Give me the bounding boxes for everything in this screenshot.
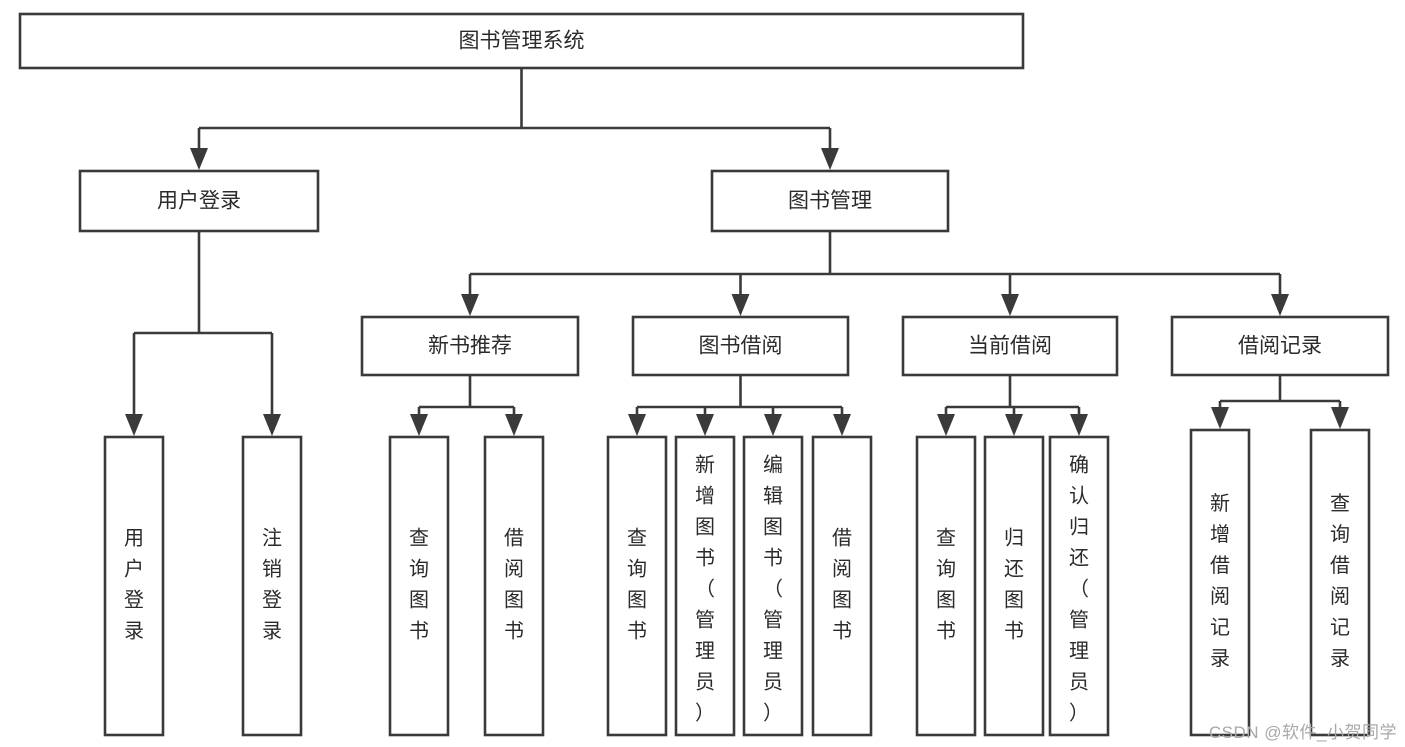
node-l1_0[interactable]: 用户登录 xyxy=(78,169,320,233)
connector-group-root-to-level1 xyxy=(190,68,839,170)
node-box-leaf_cur_2[interactable] xyxy=(1048,435,1110,737)
node-label-root: 图书管理系统 xyxy=(459,30,585,53)
connector-group-borrow-record-to-leaves xyxy=(1211,375,1349,429)
node-label-leaf_login_1: 注销登录 xyxy=(262,527,282,643)
node-box-leaf_new_0[interactable] xyxy=(388,435,450,737)
node-label-leaf_rec_0: 新增借阅记录 xyxy=(1210,492,1230,670)
node-leaf_new_0[interactable]: 查询图书 xyxy=(388,435,450,737)
node-l1_1[interactable]: 图书管理 xyxy=(710,169,950,233)
node-box-leaf_cur_0[interactable] xyxy=(915,435,977,737)
arrow-head-leaf_login_1 xyxy=(263,414,281,436)
node-label-l2_0: 新书推荐 xyxy=(428,335,512,358)
node-box-leaf_borrow_2[interactable] xyxy=(742,435,804,737)
arrow-head-l2_0 xyxy=(461,294,479,316)
node-box-l1_0[interactable] xyxy=(78,169,320,233)
node-leaf_cur_2[interactable]: 确认归还（管理员） xyxy=(1048,435,1110,737)
arrow-head-leaf_cur_0 xyxy=(937,414,955,436)
node-label-l1_0: 用户登录 xyxy=(157,190,241,213)
node-label-leaf_cur_0: 查询图书 xyxy=(936,527,956,643)
node-box-leaf_borrow_3[interactable] xyxy=(811,435,873,737)
connectors-layer xyxy=(125,68,1349,436)
connector-group-book-mgmt-to-level2 xyxy=(461,231,1289,316)
connector-group-new-book-to-leaves xyxy=(410,375,523,436)
node-root[interactable]: 图书管理系统 xyxy=(18,12,1025,70)
node-label-leaf_new_1: 借阅图书 xyxy=(504,527,524,643)
node-leaf_borrow_2[interactable]: 编辑图书（管理员） xyxy=(742,435,804,737)
node-leaf_rec_0[interactable]: 新增借阅记录 xyxy=(1189,428,1251,737)
node-label-l2_1: 图书借阅 xyxy=(699,335,783,358)
node-leaf_cur_0[interactable]: 查询图书 xyxy=(915,435,977,737)
node-label-leaf_borrow_2: 编辑图书（管理员） xyxy=(763,454,783,725)
node-label-leaf_cur_1: 归还图书 xyxy=(1004,527,1024,643)
node-box-leaf_login_1[interactable] xyxy=(241,435,303,737)
node-l2_0[interactable]: 新书推荐 xyxy=(360,315,580,377)
node-label-l2_3: 借阅记录 xyxy=(1238,335,1322,358)
node-box-root[interactable] xyxy=(18,12,1025,70)
node-leaf_borrow_1[interactable]: 新增图书（管理员） xyxy=(674,435,736,737)
node-l2_3[interactable]: 借阅记录 xyxy=(1170,315,1390,377)
node-box-l2_0[interactable] xyxy=(360,315,580,377)
connector-group-book-borrow-to-leaves xyxy=(628,375,851,436)
connector-group-current-borrow-to-leaves xyxy=(937,375,1088,436)
node-box-l1_1[interactable] xyxy=(710,169,950,233)
arrow-head-leaf_cur_2 xyxy=(1070,414,1088,436)
arrow-head-leaf_borrow_2 xyxy=(764,414,782,436)
node-l2_2[interactable]: 当前借阅 xyxy=(901,315,1119,377)
arrow-head-leaf_new_0 xyxy=(410,414,428,436)
node-box-leaf_new_1[interactable] xyxy=(483,435,545,737)
node-label-leaf_borrow_1: 新增图书（管理员） xyxy=(695,454,715,725)
node-l2_1[interactable]: 图书借阅 xyxy=(631,315,850,377)
node-leaf_cur_1[interactable]: 归还图书 xyxy=(983,435,1045,737)
arrow-head-l2_2 xyxy=(1001,294,1019,316)
node-box-l2_3[interactable] xyxy=(1170,315,1390,377)
node-label-leaf_borrow_3: 借阅图书 xyxy=(832,527,852,643)
node-box-leaf_borrow_1[interactable] xyxy=(674,435,736,737)
arrow-head-l1_0 xyxy=(190,148,208,170)
connector-group-user-login-to-leaves xyxy=(125,231,281,436)
node-box-l2_1[interactable] xyxy=(631,315,850,377)
arrow-head-leaf_login_0 xyxy=(125,414,143,436)
arrow-head-leaf_rec_0 xyxy=(1211,407,1229,429)
arrow-head-l2_3 xyxy=(1271,294,1289,316)
arrow-head-l1_1 xyxy=(821,148,839,170)
arrow-head-leaf_borrow_3 xyxy=(833,414,851,436)
node-leaf_borrow_3[interactable]: 借阅图书 xyxy=(811,435,873,737)
arrow-head-leaf_borrow_1 xyxy=(696,414,714,436)
node-label-leaf_cur_2: 确认归还（管理员） xyxy=(1069,454,1089,725)
node-label-l2_2: 当前借阅 xyxy=(968,335,1052,358)
node-box-leaf_rec_0[interactable] xyxy=(1189,428,1251,737)
node-leaf_new_1[interactable]: 借阅图书 xyxy=(483,435,545,737)
node-box-leaf_rec_1[interactable] xyxy=(1309,428,1371,737)
node-leaf_login_1[interactable]: 注销登录 xyxy=(241,435,303,737)
arrow-head-l2_1 xyxy=(731,294,750,316)
node-label-leaf_borrow_0: 查询图书 xyxy=(627,527,647,643)
node-box-leaf_cur_1[interactable] xyxy=(983,435,1045,737)
node-box-l2_2[interactable] xyxy=(901,315,1119,377)
node-label-leaf_new_0: 查询图书 xyxy=(409,527,429,643)
arrow-head-leaf_rec_1 xyxy=(1331,407,1349,429)
node-box-leaf_login_0[interactable] xyxy=(103,435,165,737)
node-label-leaf_rec_1: 查询借阅记录 xyxy=(1330,492,1350,670)
arrow-head-leaf_cur_1 xyxy=(1005,414,1023,436)
node-label-l1_1: 图书管理 xyxy=(788,190,872,213)
node-label-leaf_login_0: 用户登录 xyxy=(124,528,144,643)
arrow-head-leaf_new_1 xyxy=(505,414,523,436)
node-leaf_rec_1[interactable]: 查询借阅记录 xyxy=(1309,428,1371,737)
arrow-head-leaf_borrow_0 xyxy=(628,414,646,436)
nodes-layer: 图书管理系统用户登录图书管理新书推荐图书借阅当前借阅借阅记录用户登录注销登录查询… xyxy=(18,12,1390,737)
node-leaf_login_0[interactable]: 用户登录 xyxy=(103,435,165,737)
node-box-leaf_borrow_0[interactable] xyxy=(606,435,668,737)
node-leaf_borrow_0[interactable]: 查询图书 xyxy=(606,435,668,737)
